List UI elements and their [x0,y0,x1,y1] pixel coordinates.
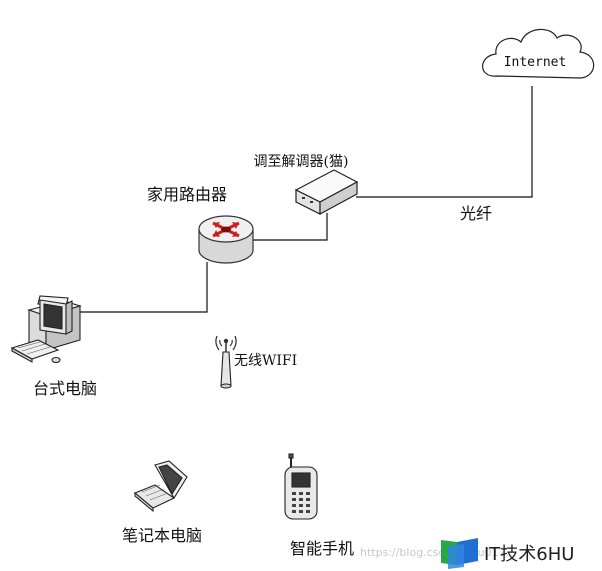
brand-logo-icon [441,538,478,569]
fiber-label: 光纤 [460,204,492,223]
smartphone-label: 智能手机 [290,539,354,558]
laptop-label: 笔记本电脑 [122,526,202,545]
fiber-link [356,86,533,198]
router-icon [198,215,254,264]
wifi-label: 无线WIFI [234,353,297,369]
desktop-label: 台式电脑 [33,379,97,398]
smartphone-icon [284,453,318,520]
desktop-computer-icon [10,295,82,364]
wifi-antenna-icon [215,335,237,389]
connection-lines [78,86,533,313]
modem-label: 调至解调器(猫) [254,154,349,170]
modem-router-link [252,213,328,241]
router-desktop-link [78,262,208,313]
internet-label: Internet [504,55,567,70]
router-label: 家用路由器 [147,185,227,204]
internet-cloud-icon [482,28,595,79]
brand-text: IT技术6HU [484,544,574,565]
modem-icon [294,169,359,216]
laptop-icon [133,460,188,513]
